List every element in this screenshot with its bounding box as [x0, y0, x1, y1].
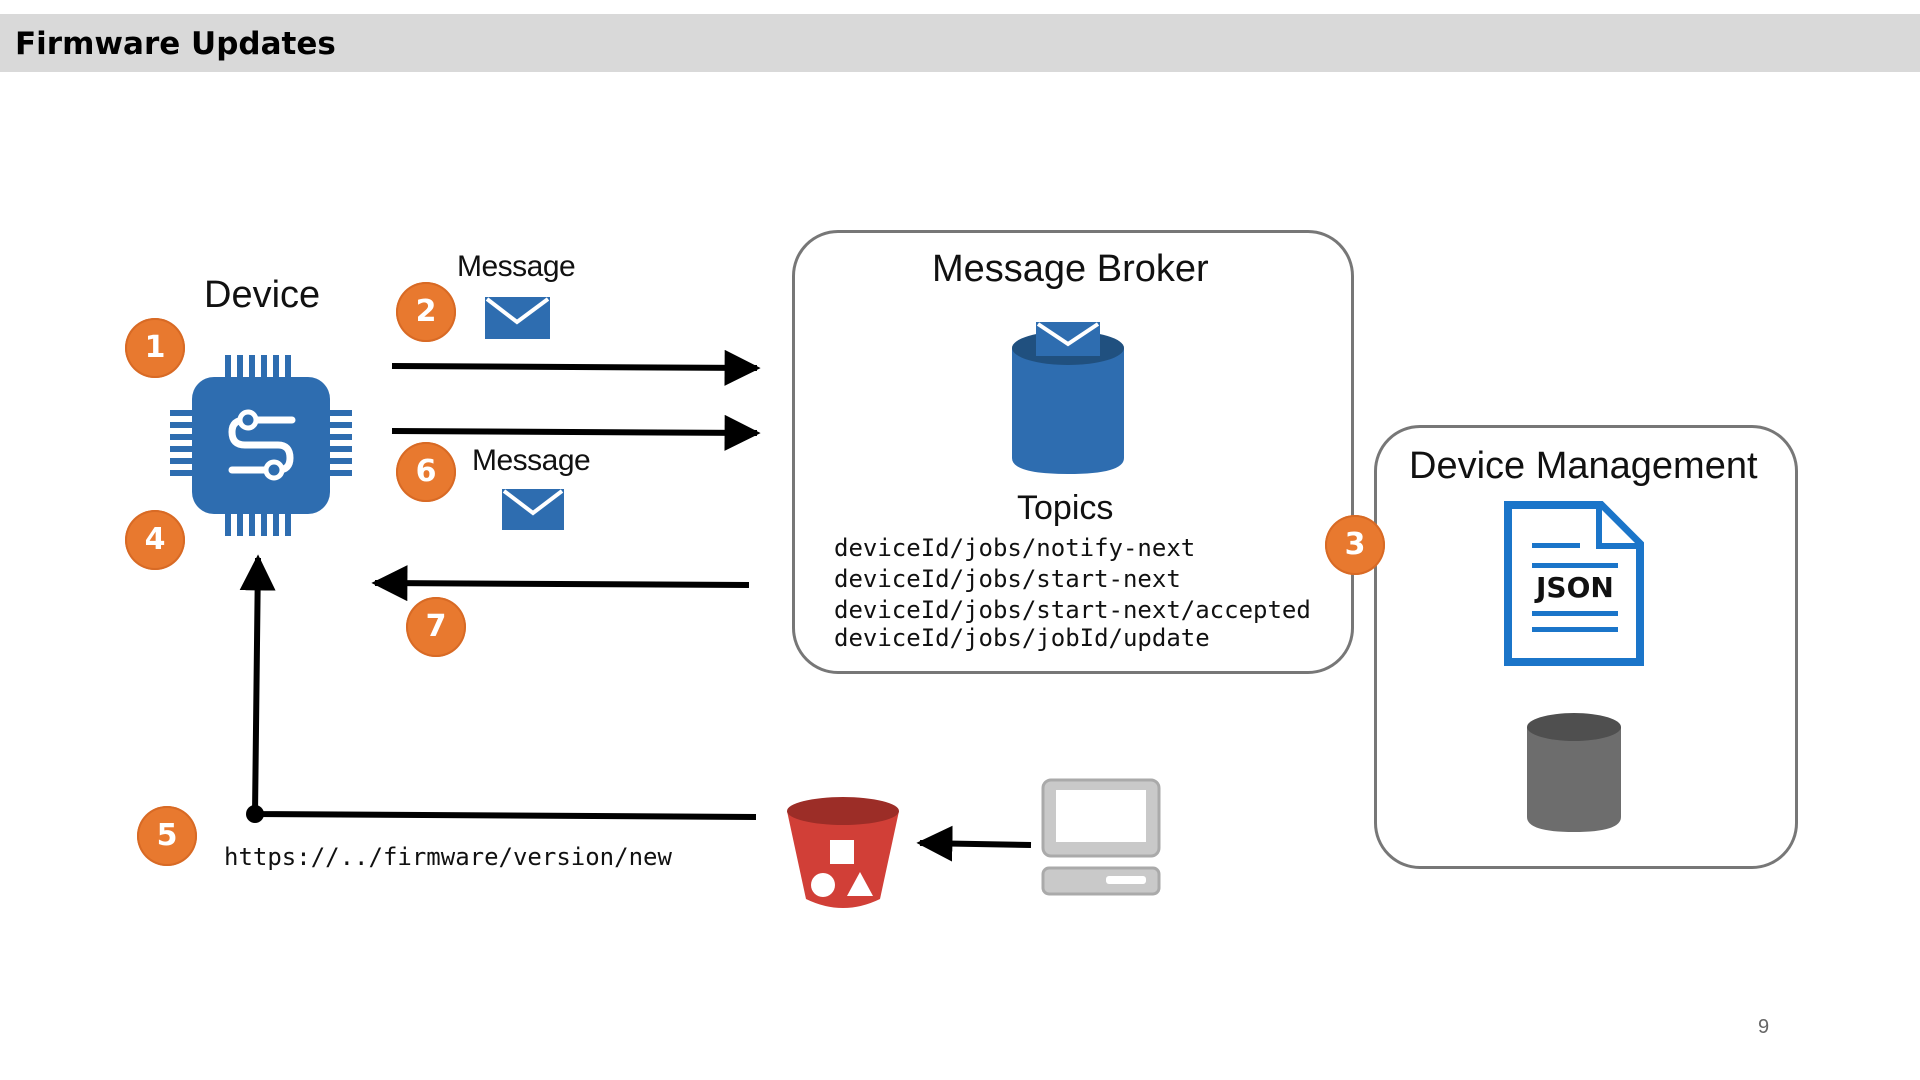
topics-label: Topics [1017, 489, 1114, 527]
arrow-broker-to-device [371, 565, 750, 602]
arrow-computer-to-bucket [916, 825, 1032, 862]
slide-title: Firmware Updates [15, 26, 336, 62]
message-broker-box [792, 230, 1354, 674]
topic-item: deviceId/jobs/notify-next [834, 534, 1196, 562]
page-number: 9 [1758, 1016, 1770, 1038]
device-database-icon [1527, 713, 1621, 832]
envelope-icon [502, 489, 564, 530]
step-badge: 2 [396, 282, 456, 342]
storage-bucket-icon [787, 797, 899, 908]
broker-title: Message Broker [932, 248, 1209, 290]
step-badge: 6 [396, 442, 456, 502]
step-badge: 3 [1325, 515, 1385, 575]
step-badge: 7 [406, 597, 466, 657]
topic-item: deviceId/jobs/jobId/update [834, 624, 1210, 652]
firmware-url: https://../firmware/version/new [224, 843, 672, 871]
step-badge: 1 [125, 318, 185, 378]
message-label-upper: Message [457, 250, 576, 283]
topic-item: deviceId/jobs/start-next [834, 565, 1181, 593]
computer-icon [1041, 778, 1161, 896]
envelope-icon [485, 297, 550, 339]
device-management-title: Device Management [1409, 445, 1758, 487]
chip-icon [170, 355, 352, 536]
topic-database-icon [1012, 322, 1124, 474]
arrow-download-to-device [239, 554, 757, 820]
device-label: Device [204, 274, 321, 316]
message-label-lower: Message [472, 444, 591, 477]
title-bar [0, 14, 1920, 72]
step-badge: 5 [137, 806, 197, 866]
arrow-device-to-broker-1 [391, 349, 761, 386]
json-label: JSON [1536, 571, 1614, 604]
step-badge: 4 [125, 510, 185, 570]
topic-item: deviceId/jobs/start-next/accepted [834, 596, 1311, 624]
json-document-icon [1504, 501, 1644, 666]
arrow-device-to-broker-2 [391, 414, 761, 451]
